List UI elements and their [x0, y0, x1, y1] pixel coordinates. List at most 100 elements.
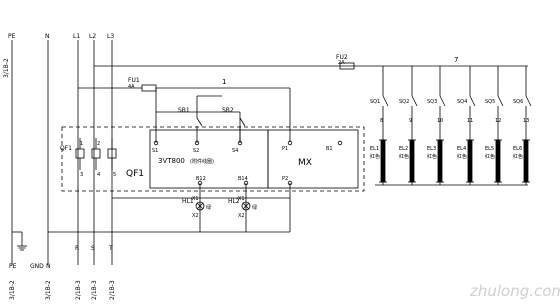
wire-num-6: 13 [523, 118, 529, 124]
sb-buttons [155, 95, 246, 143]
term-b14: B14 [238, 176, 248, 182]
bus-bottom-n: N [46, 263, 51, 270]
term-p1: P1 [282, 146, 288, 152]
bus-bottom-pe: PE [9, 263, 17, 270]
term-b12: B12 [196, 176, 206, 182]
qf1-sub-label: QF1 [60, 145, 72, 152]
el-lamp-body-3 [437, 139, 443, 183]
mx-box [267, 129, 359, 189]
bus-label-l1: L1 [73, 33, 80, 40]
el-label-4: EL4 [457, 146, 466, 152]
el-note-6: 红色 [513, 153, 523, 160]
hl1-x2: X2 [192, 213, 199, 219]
bus-bottom-t: T [108, 245, 113, 252]
sq-switch-1 [382, 95, 389, 107]
sq-label-3: SQ3 [427, 99, 437, 105]
qf1-breaker-symbol [75, 138, 117, 170]
term-s1: S1 [152, 148, 158, 154]
el-label-3: EL3 [427, 146, 436, 152]
el-label-5: EL5 [485, 146, 494, 152]
bus-sub-l2: 2/1B-3 [91, 280, 98, 300]
bus-bottom-s: S [91, 245, 95, 252]
bus-sub-n: 3/1B-2 [45, 280, 52, 300]
fuse-fu1 [141, 84, 157, 92]
hl2-x1: X1 [238, 196, 245, 202]
el-lamp-body-6 [523, 139, 529, 183]
hl1-lamp [195, 201, 205, 211]
qf1-term-2: 2 [97, 141, 100, 147]
sq-switch-3 [439, 95, 446, 107]
el-note-2: 红色 [399, 153, 409, 160]
bus-sub-pe: 3/1B-2 [9, 280, 16, 300]
qf1-label: QF1 [126, 169, 144, 179]
hl2-label: HL2 [228, 198, 240, 205]
mx-label: MX [298, 158, 312, 168]
breaker-note: (附件线圈) [190, 158, 214, 165]
wire-7-label: 7 [454, 56, 458, 64]
hl2-lamp [241, 201, 251, 211]
hl2-note: 绿 [252, 204, 257, 211]
sq-switch-2 [411, 95, 418, 107]
qf1-term-5: 5 [113, 172, 116, 178]
sq-switch-5 [497, 95, 504, 107]
el-label-1: EL1 [370, 146, 379, 152]
sq-label-5: SQ5 [485, 99, 495, 105]
el-note-4: 红色 [457, 153, 467, 160]
qf1-enclosure [61, 126, 365, 192]
sq-switch-4 [469, 95, 476, 107]
watermark: zhulong.com [469, 282, 560, 300]
hl1-label: HL1 [182, 198, 194, 205]
el-note-1: 红色 [370, 153, 380, 160]
wire-num-1: 8 [380, 118, 383, 124]
bus-lines [11, 40, 113, 265]
gnd-label: GND [30, 263, 44, 270]
qf1-term-1: 1 [80, 141, 83, 147]
el-lamp-body-2 [409, 139, 415, 183]
fu1-label: FU1 [128, 77, 140, 84]
bus-label-pe: PE [8, 33, 16, 40]
wire-num-5: 12 [495, 118, 501, 124]
bus-bottom-labels: R S T PE N 3/1B-2 3/1B-2 2/1B-3 2/1B-3 2… [9, 245, 116, 300]
el-lamp-body-5 [495, 139, 501, 183]
sq-label-6: SQ6 [513, 99, 523, 105]
sq-label-2: SQ2 [399, 99, 409, 105]
bus-sub-l3: 2/1B-3 [109, 280, 116, 300]
terminal-dots [153, 140, 343, 186]
fu1-rating: 4A [128, 84, 135, 90]
el-label-6: EL6 [513, 146, 522, 152]
bus-top-labels: PE N L1 L2 L3 [8, 33, 114, 40]
fu2-label: FU2 [336, 54, 348, 61]
sb2-label: SB2 [222, 107, 234, 114]
wire-num-2: 9 [409, 118, 412, 124]
bus-label-l3: L3 [107, 33, 114, 40]
qf1-term-4: 4 [97, 172, 100, 178]
hl1-note: 绿 [206, 204, 211, 211]
fuse-fu2 [339, 62, 355, 70]
el-lamp-body-1 [380, 139, 386, 183]
sq-label-4: SQ4 [457, 99, 467, 105]
el-label-2: EL2 [399, 146, 408, 152]
qf1-term-3: 3 [80, 172, 83, 178]
el-lamp-body-4 [467, 139, 473, 183]
wire-1-label: 1 [222, 78, 226, 86]
bus-bottom-r: R [75, 245, 79, 252]
bus-label-n: N [45, 33, 50, 40]
term-p2: P2 [282, 176, 288, 182]
bus-label-l2: L2 [89, 33, 96, 40]
wire-num-4: 11 [467, 118, 473, 124]
ground-symbol [12, 231, 27, 251]
el-note-3: 红色 [427, 153, 437, 160]
breaker-label: 3VT800 [158, 157, 185, 165]
left-edge-label: 3/1B-2 [3, 58, 10, 78]
sq-label-1: SQ1 [370, 99, 380, 105]
fu2-rating: 2A [338, 60, 345, 66]
lamp-bank: SQ18EL1红色SQ29EL2红色SQ310EL3红色SQ411EL4红色SQ… [370, 66, 532, 185]
bus-sub-l1: 2/1B-3 [75, 280, 82, 300]
el-note-5: 红色 [485, 153, 495, 160]
hl1-x1: X1 [192, 196, 199, 202]
term-b1: B1 [326, 146, 333, 152]
term-s4: S4 [232, 148, 238, 154]
sq-switch-6 [525, 95, 532, 107]
term-s2: S2 [193, 148, 199, 154]
